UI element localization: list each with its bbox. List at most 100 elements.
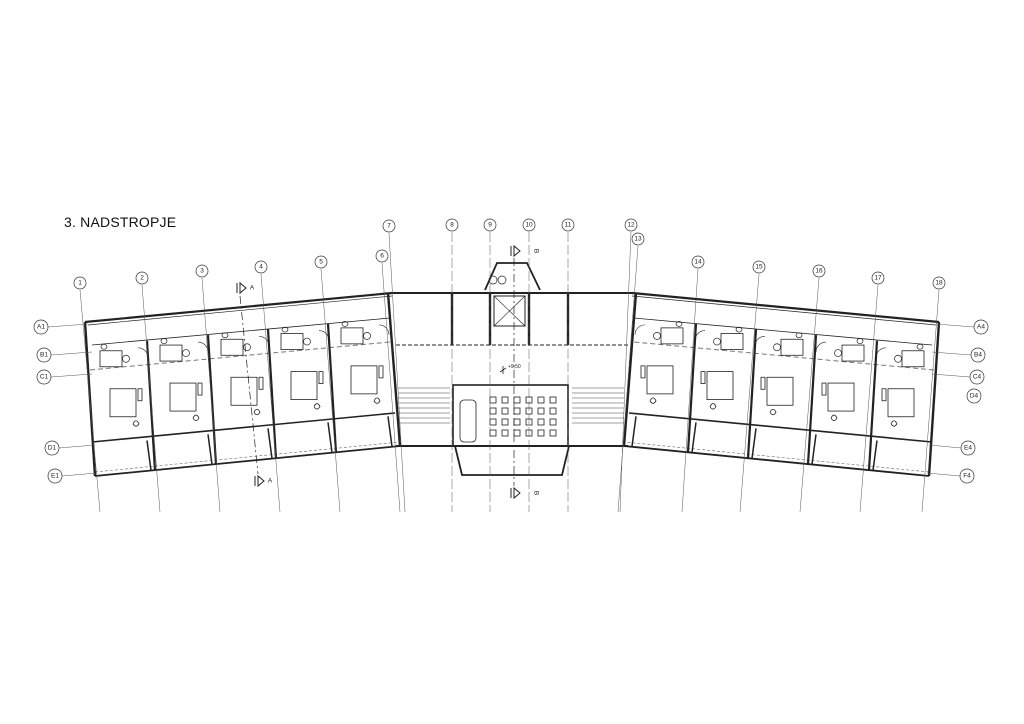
toilet-icon	[916, 343, 924, 350]
seat-grid-icon	[549, 407, 557, 415]
exterior-wall-top	[84, 291, 393, 324]
grid-line	[61, 472, 98, 477]
bed-icon	[646, 365, 674, 395]
balcony-divider	[267, 428, 273, 459]
grid-line	[799, 277, 820, 513]
grid-line	[47, 323, 89, 328]
seat-grid-icon	[489, 429, 497, 437]
section-arrow-icon	[254, 474, 265, 488]
section-label: B	[533, 491, 540, 495]
toilet-icon	[100, 343, 108, 350]
chair-icon	[769, 408, 777, 416]
door-swing-icon	[875, 347, 887, 358]
grid-bubble	[483, 218, 497, 232]
grid-bubble	[752, 260, 766, 274]
grid-bubble	[960, 440, 976, 456]
seat-grid-icon	[489, 396, 497, 404]
grid-column-label: 18	[935, 280, 943, 287]
exterior-wall-bottom-inner	[623, 441, 930, 473]
corridor-top-wall	[633, 317, 933, 346]
bed-icon	[706, 371, 734, 400]
right-wing	[622, 291, 941, 477]
bathroom-block	[159, 344, 183, 362]
grid-column-label: 17	[874, 275, 882, 282]
toilet-icon	[341, 321, 349, 327]
grid-row-label: B1	[40, 352, 48, 359]
bed-icon	[827, 382, 855, 412]
grid-row-label: E4	[964, 445, 972, 452]
grid-column-label: 13	[634, 236, 642, 243]
grid-line	[79, 289, 101, 513]
grid-bubble	[33, 319, 49, 335]
bed-icon	[887, 388, 915, 418]
washbasin-icon	[773, 343, 781, 352]
section-label: A	[268, 478, 273, 485]
grid-bubble	[36, 347, 52, 363]
grid-column-label: 8	[450, 222, 454, 229]
grid-line	[921, 289, 940, 513]
corridor-top-wall	[91, 317, 391, 346]
bed-icon	[290, 371, 318, 400]
seat-grid-icon	[513, 396, 521, 404]
washbasin-icon	[363, 332, 371, 340]
grid-column-label: 1	[78, 280, 82, 287]
unit-partition-wall	[806, 334, 818, 465]
grid-line	[931, 373, 971, 378]
grid-column-label: 15	[755, 264, 763, 271]
unit-partition-wall	[867, 340, 879, 471]
section-arrow-icon	[510, 486, 521, 500]
seat-grid-icon	[537, 396, 545, 404]
grid-bubble	[445, 218, 459, 232]
grid-bubble	[314, 255, 328, 269]
balcony-divider	[872, 440, 878, 471]
door-swing-icon	[754, 335, 766, 347]
grid-row-label: E1	[51, 473, 59, 480]
grid-column-label: 5	[319, 259, 323, 266]
washbasin-icon	[122, 354, 130, 363]
bathroom-block	[220, 338, 244, 356]
balcony-divider	[387, 416, 393, 447]
grid-column-label: 3	[200, 268, 204, 275]
desk-icon	[821, 382, 827, 396]
toilet-icon	[281, 326, 289, 333]
grid-line	[619, 231, 632, 513]
seat-grid-icon	[549, 429, 557, 437]
bed-icon	[169, 382, 197, 412]
grid-bubble	[631, 232, 645, 246]
stair-hall	[452, 384, 569, 447]
balcony-divider	[691, 422, 697, 453]
seat-grid-icon	[501, 418, 509, 426]
bathroom-block	[660, 327, 684, 345]
grid-bubble	[254, 260, 268, 274]
seat-grid-icon	[549, 396, 557, 404]
corridor-wall	[91, 412, 396, 443]
balcony-divider	[751, 428, 757, 459]
section-arrow-icon	[510, 244, 521, 258]
chair-icon	[890, 420, 898, 427]
door-swing-icon	[378, 324, 390, 335]
elevator-shaft	[493, 295, 526, 327]
service-axis	[89, 341, 391, 371]
grid-column-label: 4	[259, 264, 263, 271]
balcony-divider	[327, 422, 333, 453]
grid-bubble	[522, 218, 536, 232]
grid-line	[617, 245, 639, 513]
plant-icon	[488, 275, 498, 285]
unit-partition-wall	[686, 323, 698, 453]
toilet-icon	[160, 338, 168, 344]
exterior-wall-bottom	[94, 445, 401, 477]
grid-line	[50, 373, 93, 378]
grid-bubble	[959, 468, 975, 484]
grid-bubble	[970, 347, 986, 363]
grid-bubble	[73, 276, 87, 290]
bathroom-block	[340, 327, 364, 345]
chair-icon	[132, 420, 140, 427]
section-marker: A	[236, 281, 255, 295]
grid-column-label: 2	[140, 275, 144, 282]
balcony-divider	[631, 416, 637, 447]
grid-row-label: B4	[974, 352, 982, 359]
chair-icon	[830, 414, 838, 421]
desk-icon	[137, 388, 143, 402]
grid-bubble	[382, 219, 396, 233]
